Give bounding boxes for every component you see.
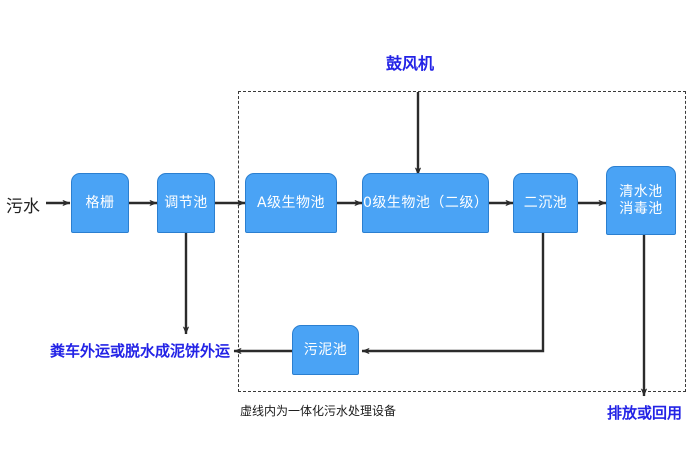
node-secondary-settling-tank-label: 二沉池 [523, 194, 568, 211]
label-outlet: 排放或回用 [607, 404, 683, 422]
integrated-equipment-boundary [238, 91, 686, 392]
node-grille-label: 格栅 [85, 194, 115, 211]
label-blower: 鼓风机 [386, 54, 435, 73]
node-regulating-tank-label: 调节池 [164, 194, 208, 211]
label-sludge-disposal: 粪车外运或脱水成泥饼外运 [50, 342, 231, 360]
node-regulating-tank[interactable]: 调节池 [157, 173, 215, 233]
node-a-level-bio-tank[interactable]: A级生物池 [245, 173, 337, 233]
node-sludge-tank[interactable]: 污泥池 [292, 325, 359, 375]
label-inlet: 污水 [6, 197, 40, 217]
node-o-level-bio-tank-label: 0级生物池（二级） [363, 194, 489, 211]
node-a-level-bio-tank-label: A级生物池 [256, 194, 326, 211]
node-clean-water-disinfection-tank-label: 清水池 消毒池 [619, 184, 663, 217]
node-o-level-bio-tank[interactable]: 0级生物池（二级） [362, 173, 489, 233]
node-grille[interactable]: 格栅 [71, 173, 129, 233]
label-boundary-note: 虚线内为一体化污水处理设备 [240, 404, 397, 418]
node-secondary-settling-tank[interactable]: 二沉池 [513, 173, 578, 233]
node-sludge-tank-label: 污泥池 [303, 341, 348, 358]
node-clean-water-disinfection-tank[interactable]: 清水池 消毒池 [606, 166, 676, 235]
